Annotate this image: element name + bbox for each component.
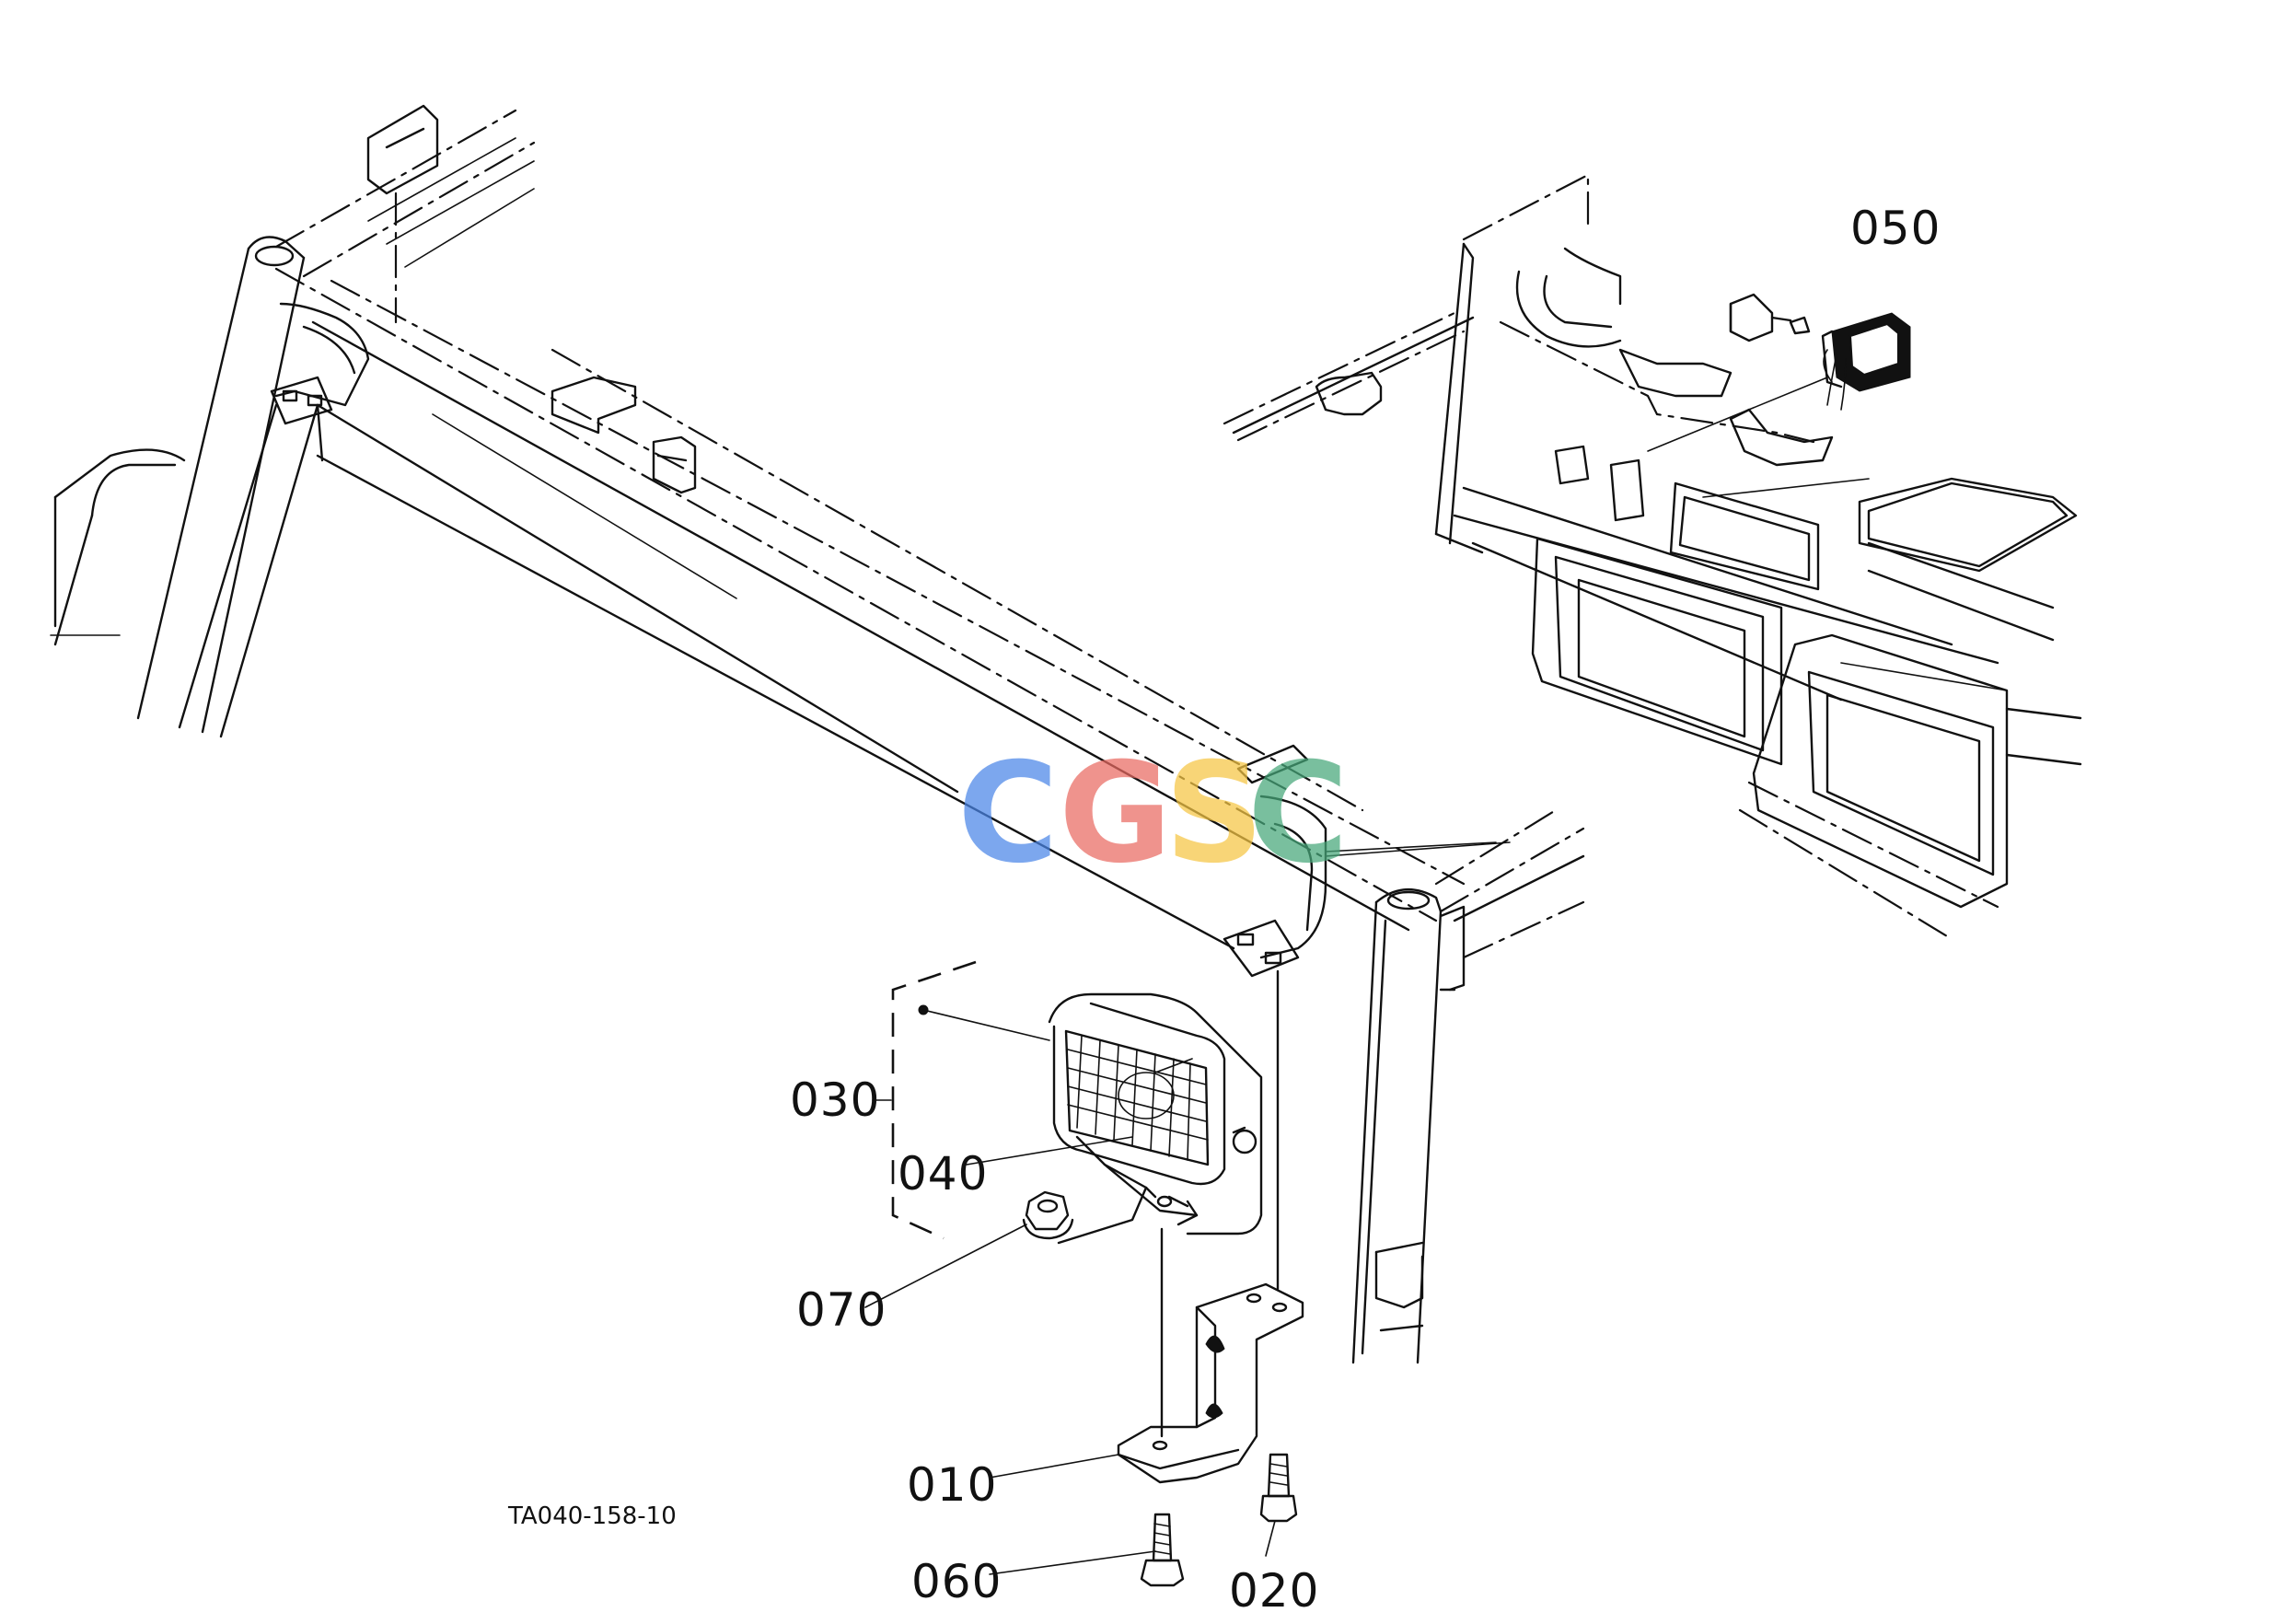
work-light-040 bbox=[1048, 992, 1263, 1245]
callout-030: 030 bbox=[790, 1073, 880, 1127]
watermark-letter-c1: C bbox=[957, 734, 1059, 894]
cab-frame-left bbox=[50, 104, 1466, 950]
cgsc-watermark: C G S C bbox=[957, 734, 1349, 894]
callout-050: 050 bbox=[1850, 202, 1941, 255]
watermark-letter-g: G bbox=[1059, 734, 1172, 894]
bolt-020 bbox=[1259, 1453, 1298, 1523]
watermark-letter-s: S bbox=[1165, 734, 1264, 894]
nut-070 bbox=[1022, 1190, 1074, 1240]
leader-lines bbox=[864, 1099, 1276, 1575]
callout-070: 070 bbox=[796, 1283, 887, 1337]
bolt-060 bbox=[1140, 1513, 1185, 1587]
rocker-switch-050 bbox=[1647, 293, 1911, 452]
callout-040: 040 bbox=[898, 1147, 988, 1201]
callout-labels: 010 020 030 040 050 060 070 bbox=[790, 202, 1941, 1618]
mounting-bracket-010 bbox=[1117, 969, 1304, 1484]
cab-frame-right-pillar bbox=[1223, 744, 1585, 1364]
callout-010: 010 bbox=[907, 1458, 997, 1512]
callout-020: 020 bbox=[1229, 1564, 1319, 1618]
watermark-letter-c2: C bbox=[1247, 734, 1349, 894]
dashboard-panel bbox=[1223, 173, 2082, 941]
drawing-reference: TA040-158-10 bbox=[507, 1502, 677, 1530]
group-bracket-030 bbox=[891, 960, 1050, 1240]
callout-060: 060 bbox=[911, 1555, 1002, 1608]
